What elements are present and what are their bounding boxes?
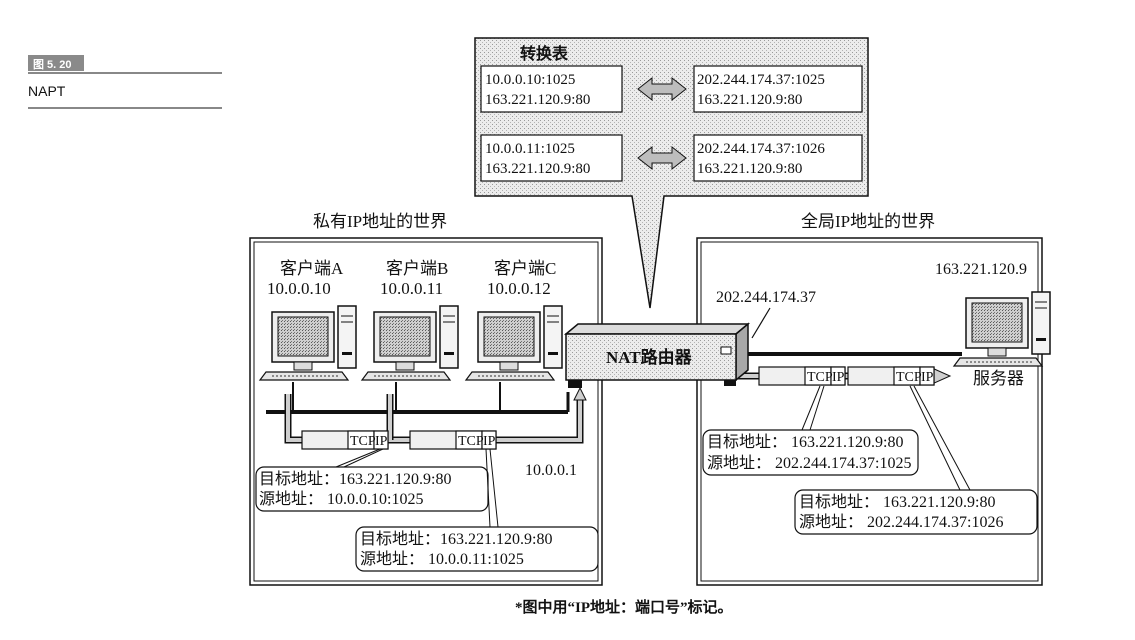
table-row-1-global-box	[693, 65, 863, 113]
global-packet-2: TCP IP	[847, 366, 935, 386]
router-body	[565, 333, 737, 381]
client-c-computer-icon	[465, 305, 563, 381]
nat-router: NAT路由器	[563, 322, 751, 388]
table-row-2-private-dest: 163.221.120.9:80	[485, 161, 590, 177]
table-row-2-global-dest: 163.221.120.9:80	[697, 161, 802, 177]
private-packet-1: TCP IP	[301, 430, 389, 450]
global-packet-1-src: 源地址： 202.244.174.37:1025	[707, 454, 911, 472]
table-row-1-global-addr: 202.244.174.37:1025	[697, 72, 825, 88]
router-label: NAT路由器	[606, 347, 693, 367]
global-world: 全局IP地址的世界 163.221.120.9 202.244.174.37 服…	[696, 212, 1051, 586]
figure-title: NAPT	[28, 83, 66, 99]
private-packet-2-info	[355, 526, 599, 572]
global-packet-2-src: 源地址： 202.244.174.37:1026	[799, 513, 1003, 531]
private-packet-2-dest: 目标地址：163.221.120.9:80	[360, 530, 552, 548]
double-arrow-icon	[637, 145, 687, 171]
ip-label: IP	[832, 370, 845, 385]
figure-caption: 图 5. 20 NAPT	[28, 55, 222, 109]
table-row-1-global-dest: 163.221.120.9:80	[697, 92, 802, 108]
server-computer-icon	[953, 291, 1051, 367]
global-world-title: 全局IP地址的世界	[801, 212, 935, 231]
ip-label: IP	[483, 434, 496, 449]
table-row-1-private-dest: 163.221.120.9:80	[485, 92, 590, 108]
client-b-name: 客户端B	[386, 259, 448, 278]
conversion-table-title: 转换表	[520, 44, 569, 63]
tcp-label: TCP	[350, 434, 376, 449]
figure-tag	[28, 55, 84, 71]
ip-label: IP	[375, 434, 388, 449]
router-outside-ip: 202.244.174.37	[716, 289, 816, 306]
global-packet-1-info	[702, 429, 919, 476]
table-row-2-global-addr: 202.244.174.37:1026	[697, 141, 825, 157]
private-packet-2-src: 源地址： 10.0.0.11:1025	[360, 550, 524, 568]
client-a-computer-icon	[259, 305, 357, 381]
client-a-ip: 10.0.0.10	[267, 279, 331, 298]
global-packet-2-dest: 目标地址： 163.221.120.9:80	[799, 493, 995, 511]
private-world: 私有IP地址的世界 客户端A 10.0.0.10 客户端B 10.0.0.11 …	[249, 212, 603, 586]
table-row-2-global-box	[693, 134, 863, 182]
private-packet-1-src: 源地址： 10.0.0.10:1025	[259, 490, 423, 508]
client-c-name: 客户端C	[494, 259, 556, 278]
server-name: 服务器	[973, 369, 1024, 388]
table-row-2-private-box	[480, 134, 623, 182]
tcp-label: TCP	[458, 434, 484, 449]
global-packet-1: TCP IP	[758, 366, 846, 386]
ip-label: IP	[921, 370, 934, 385]
global-packet-2-info	[794, 489, 1038, 535]
tcp-label: TCP	[807, 370, 833, 385]
private-packet-1-dest: 目标地址：163.221.120.9:80	[259, 470, 451, 488]
private-world-title: 私有IP地址的世界	[313, 212, 447, 231]
private-packet-2: TCP IP	[409, 430, 497, 450]
table-row-2-private-addr: 10.0.0.11:1025	[485, 141, 575, 157]
double-arrow-icon	[637, 76, 687, 102]
conversion-table-callout: 转换表 10.0.0.10:1025 163.221.120.9:80 202.…	[474, 37, 869, 309]
router-inside-ip: 10.0.0.1	[525, 462, 577, 479]
client-b-ip: 10.0.0.11	[380, 279, 443, 298]
table-row-1-private-box	[480, 65, 623, 113]
global-packet-1-dest: 目标地址： 163.221.120.9:80	[707, 433, 903, 451]
client-b-computer-icon	[361, 305, 459, 381]
tcp-label: TCP	[896, 370, 922, 385]
server-ip: 163.221.120.9	[935, 261, 1027, 278]
client-c-ip: 10.0.0.12	[487, 279, 551, 298]
table-row-1-private-addr: 10.0.0.10:1025	[485, 72, 575, 88]
client-a-name: 客户端A	[280, 259, 344, 278]
footnote: *图中用“IP地址：端口号”标记。	[515, 598, 733, 616]
figure-number: 图 5. 20	[33, 58, 72, 71]
